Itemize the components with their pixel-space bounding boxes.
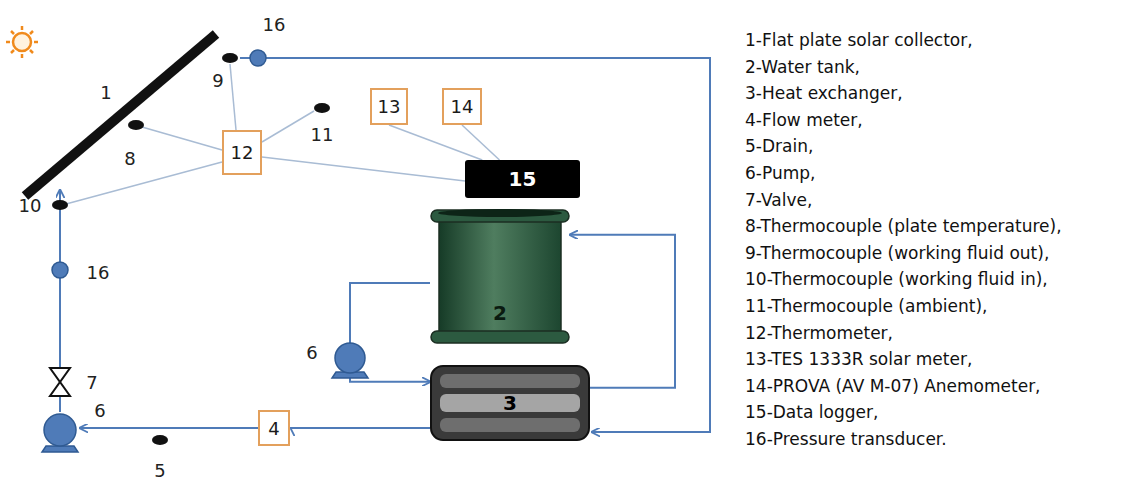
- key-entry: 12-Thermometer,: [745, 323, 893, 343]
- key-entry: 5-Drain,: [745, 136, 813, 156]
- node-number: 15: [509, 167, 537, 191]
- water-tank: 2: [430, 205, 570, 347]
- tank-outline: [430, 205, 570, 347]
- flow-meter-box: 4: [258, 410, 290, 446]
- pipe-connector: [290, 427, 430, 429]
- valve-symbol: [50, 368, 70, 396]
- key-entry: 7-Valve,: [745, 190, 812, 210]
- key-entry: 2-Water tank,: [745, 57, 860, 77]
- callout-number: 6: [306, 342, 317, 363]
- thermometer-box: 12: [222, 130, 262, 175]
- key-entry: 3-Heat exchanger,: [745, 83, 903, 103]
- key-entry: 4-Flow meter,: [745, 110, 863, 130]
- callout-number: 11: [311, 124, 334, 145]
- sensor-wires: [66, 64, 314, 204]
- callout-number: 8: [124, 148, 135, 169]
- meter-box: 13: [370, 88, 408, 125]
- node-number: 12: [231, 142, 254, 163]
- callout-number: 5: [154, 460, 165, 481]
- callout-number: 6: [94, 400, 105, 421]
- node-number: 4: [268, 418, 279, 439]
- node-number: 13: [378, 96, 401, 117]
- key-entry: 13-TES 1333R solar meter,: [745, 349, 972, 369]
- anemometer-box: 14: [442, 88, 482, 125]
- node-number: 3: [503, 391, 517, 415]
- key-entry: 8-Thermocouple (plate temperature),: [745, 216, 1062, 236]
- callout-number: 1: [100, 82, 111, 103]
- callout-number: 9: [212, 70, 223, 91]
- node-number: 2: [493, 301, 507, 325]
- pressure-transducers: [52, 50, 266, 278]
- pipe-connector: [570, 235, 675, 388]
- key-entry: 16-Pressure transducer.: [745, 429, 947, 449]
- callout-number: 16: [87, 262, 110, 283]
- callout-number: 7: [86, 372, 97, 393]
- signal-wire: [462, 125, 500, 160]
- signal-wire: [262, 157, 465, 181]
- callout-number: 10: [19, 195, 42, 216]
- sun-icon: [6, 26, 38, 58]
- thermocouple-dots: [52, 53, 330, 445]
- pipes: [60, 58, 710, 432]
- key-entry: 15-Data logger,: [745, 402, 878, 422]
- key-entry: 1-Flat plate solar collector,: [745, 30, 973, 50]
- key-entry: 10-Thermocouple (working fluid in),: [745, 269, 1048, 289]
- key-entry: 9-Thermocouple (working fluid out),: [745, 243, 1049, 263]
- key-entry: 14-PROVA (AV M-07) Anemometer,: [745, 376, 1041, 396]
- callout-number: 16: [263, 14, 286, 35]
- key-entry: 6-Pump,: [745, 163, 815, 183]
- pump-symbols: [42, 343, 368, 452]
- data-logger-box: 15: [465, 160, 580, 198]
- key-entry: 11-Thermocouple (ambient),: [745, 296, 987, 316]
- heat-exchanger: 3: [430, 365, 590, 441]
- node-number: 14: [451, 96, 474, 117]
